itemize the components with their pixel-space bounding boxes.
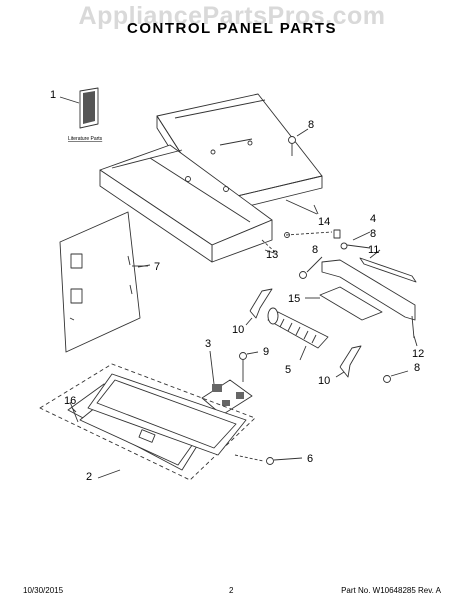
footer-date: 10/30/2015 <box>23 586 64 595</box>
blower-fan <box>267 307 329 361</box>
footer-part-number: Part No. W10648285 Rev. A <box>341 586 441 595</box>
bracket-12 <box>321 259 416 339</box>
callout-1: 1 <box>50 89 56 101</box>
callout-16: 16 <box>64 395 76 407</box>
callout-9: 9 <box>263 346 269 358</box>
callout-7: 7 <box>154 261 160 273</box>
callout-6: 6 <box>307 453 313 465</box>
control-board <box>201 350 253 416</box>
page-title: CONTROL PANEL PARTS <box>127 20 337 37</box>
callout-13: 13 <box>266 249 278 261</box>
screw-9 <box>239 351 259 382</box>
literature-booklet <box>59 87 99 129</box>
callout-8b: 8 <box>370 228 376 240</box>
callout-3: 3 <box>205 338 211 350</box>
screw-clip-right <box>284 229 371 250</box>
screw-lower-right <box>383 370 409 383</box>
lower-panel-base <box>99 144 277 263</box>
callout-11: 11 <box>368 244 379 256</box>
callout-10a: 10 <box>232 324 244 336</box>
watermark: AppliancePartsPros.com <box>78 2 386 30</box>
callout-4: 4 <box>370 213 376 225</box>
footer-page-number: 2 <box>229 586 234 595</box>
screw-lower-left <box>299 256 323 279</box>
callout-8d: 8 <box>414 362 420 374</box>
callout-12: 12 <box>412 348 424 360</box>
bracket-11 <box>359 257 417 283</box>
callout-labels: 1 8 14 4 8 11 13 8 7 15 10 3 9 5 12 8 10… <box>50 89 424 483</box>
callout-8a: 8 <box>308 119 314 131</box>
callout-2: 2 <box>86 471 92 483</box>
callout-10b: 10 <box>318 375 330 387</box>
latch-hook-lower <box>339 345 362 378</box>
plate-15 <box>305 286 383 321</box>
screw-top <box>288 128 309 156</box>
callout-8c: 8 <box>312 244 318 256</box>
callout-5: 5 <box>285 364 291 376</box>
callout-15: 15 <box>288 293 300 305</box>
callout-14: 14 <box>318 216 330 228</box>
front-panel-assembly <box>39 363 303 481</box>
literature-label: Literature Parts <box>68 136 103 142</box>
latch-hook-upper <box>249 288 273 319</box>
side-panel <box>59 211 151 353</box>
